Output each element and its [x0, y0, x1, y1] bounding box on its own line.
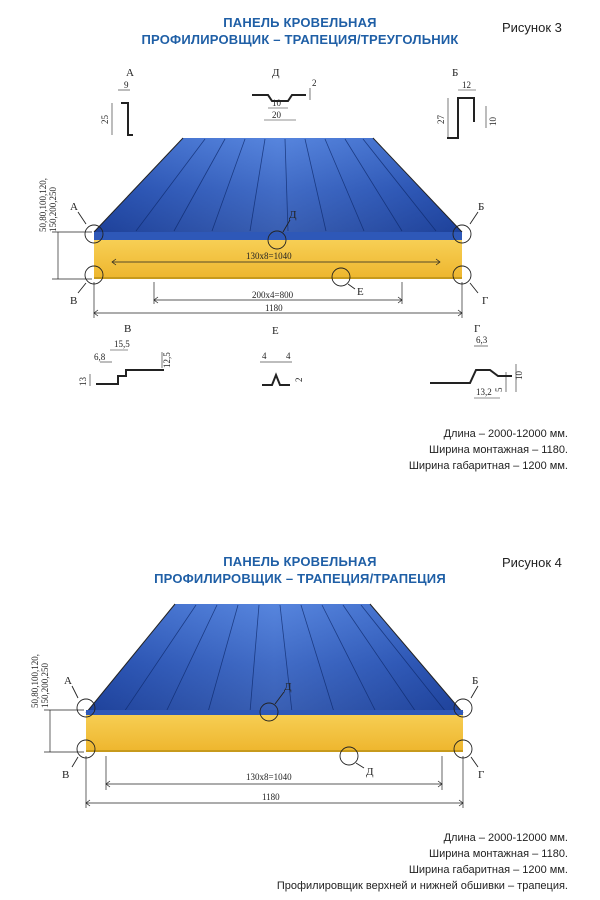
figure3-detail-g: Г 6,3 13,2 5 10: [430, 323, 524, 399]
figure3-label: Рисунок 3: [502, 20, 562, 35]
detail-a-width: 9: [124, 80, 129, 90]
figure3-panel: [93, 137, 463, 279]
detail-d-title: Д: [272, 67, 280, 79]
figure3-dim-total: 1180: [265, 303, 283, 313]
figure4-marker-d2: Д: [366, 766, 374, 778]
figure3-detail-a: А 9 25: [100, 67, 134, 136]
detail-v-height1: 12,5: [162, 352, 172, 368]
figure4-marker-v: В: [62, 769, 69, 781]
detail-e-height: 2: [294, 378, 304, 383]
figure3-detail-b: Б 12 27 10: [436, 67, 498, 139]
figure3-foam-core: [94, 240, 462, 278]
detail-e-title: Е: [272, 325, 279, 337]
detail-d-width1: 10: [272, 98, 282, 108]
figure4-notes: Длина – 2000-12000 мм. Ширина монтажная …: [277, 830, 568, 894]
figure3-title-line1: ПАНЕЛЬ КРОВЕЛЬНАЯ: [223, 15, 377, 30]
detail-b-width: 12: [462, 80, 471, 90]
figure4-title-line1: ПАНЕЛЬ КРОВЕЛЬНАЯ: [223, 554, 377, 569]
detail-g-width2: 13,2: [476, 387, 492, 397]
detail-v-height2: 13: [78, 377, 88, 387]
figure4-marker-b: Б: [472, 675, 478, 687]
figure4-thickness-dim: [44, 709, 84, 753]
figure3-thickness-label2: 150,200,250: [48, 187, 58, 233]
detail-e-width2: 4: [286, 351, 291, 361]
detail-g-title: Г: [474, 323, 480, 335]
detail-e-width1: 4: [262, 351, 267, 361]
figure4-note-overall-width: Ширина габаритная – 1200 мм.: [408, 864, 568, 876]
figure3-notes: Длина – 2000-12000 мм. Ширина монтажная …: [409, 426, 568, 474]
figure3-thickness-label: 50,80,100,120,: [38, 178, 48, 232]
detail-g-height2: 10: [514, 371, 524, 381]
figure3-note-overall-width: Ширина габаритная – 1200 мм.: [408, 460, 568, 472]
detail-d-width2: 20: [272, 110, 282, 120]
detail-b-height1: 27: [436, 115, 446, 125]
detail-v-title: В: [124, 323, 131, 335]
detail-b-title: Б: [452, 67, 458, 79]
figure4-note-length: Длина – 2000-12000 мм.: [443, 832, 568, 844]
figure3-note-mount-width: Ширина монтажная – 1180.: [429, 444, 568, 456]
figure3-marker-b: Б: [478, 201, 484, 213]
figure3-marker-g: Г: [482, 295, 488, 307]
figure3-title-line2: ПРОФИЛИРОВЩИК – ТРАПЕЦИЯ/ТРЕУГОЛЬНИК: [141, 32, 459, 47]
figure4-note-profile: Профилировщик верхней и нижней обшивки –…: [276, 880, 568, 892]
figure4-title-line2: ПРОФИЛИРОВЩИК – ТРАПЕЦИЯ/ТРАПЕЦИЯ: [154, 571, 446, 586]
detail-b-height2: 10: [488, 117, 498, 127]
figure4-marker-d1: Д: [284, 681, 292, 693]
figure4-dimension-lines: [85, 756, 464, 808]
figure4-ribs: [123, 604, 447, 713]
detail-v-width2: 6,8: [94, 352, 106, 362]
figure3-ribs: [135, 138, 437, 232]
detail-g-width1: 6,3: [476, 335, 488, 345]
figure4-panel: [85, 603, 464, 752]
figure4-note-mount-width: Ширина монтажная – 1180.: [429, 848, 568, 860]
figure3-callouts: [77, 211, 479, 294]
figure3-marker-v: В: [70, 295, 77, 307]
figure3-thickness-dim: [52, 231, 92, 280]
detail-a-title: А: [126, 67, 134, 79]
figure3-detail-e: Е 4 4 2: [260, 325, 304, 386]
figure4-dim-mid: 130х8=1040: [246, 772, 292, 782]
figure4-marker-a: А: [64, 675, 72, 687]
figure3-marker-e: Е: [357, 286, 364, 298]
detail-v-width1: 15,5: [114, 339, 130, 349]
figure4-thickness-label: 50,80,100,120,: [30, 654, 40, 708]
detail-a-height: 25: [100, 115, 110, 125]
figure3-detail-v: В 15,5 6,8 12,5 13: [78, 323, 172, 386]
figure3-dim-bottom: 200х4=800: [252, 290, 294, 300]
figure4-dim-total: 1180: [262, 792, 280, 802]
figure3-marker-a: А: [70, 201, 78, 213]
detail-g-height1: 5: [494, 387, 504, 392]
figure4-thickness-label2: 150,200,250: [40, 663, 50, 709]
figure3-dimension-lines: [93, 258, 463, 318]
figure4-marker-g: Г: [478, 769, 484, 781]
figure3-note-length: Длина – 2000-12000 мм.: [443, 428, 568, 440]
detail-d-thickness: 2: [312, 78, 317, 88]
figure3-dim-top: 130х8=1040: [246, 251, 292, 261]
figure4-label: Рисунок 4: [502, 555, 562, 570]
figure3-marker-d: Д: [289, 209, 297, 221]
figure3-detail-d: Д 2 10 20: [252, 67, 317, 121]
